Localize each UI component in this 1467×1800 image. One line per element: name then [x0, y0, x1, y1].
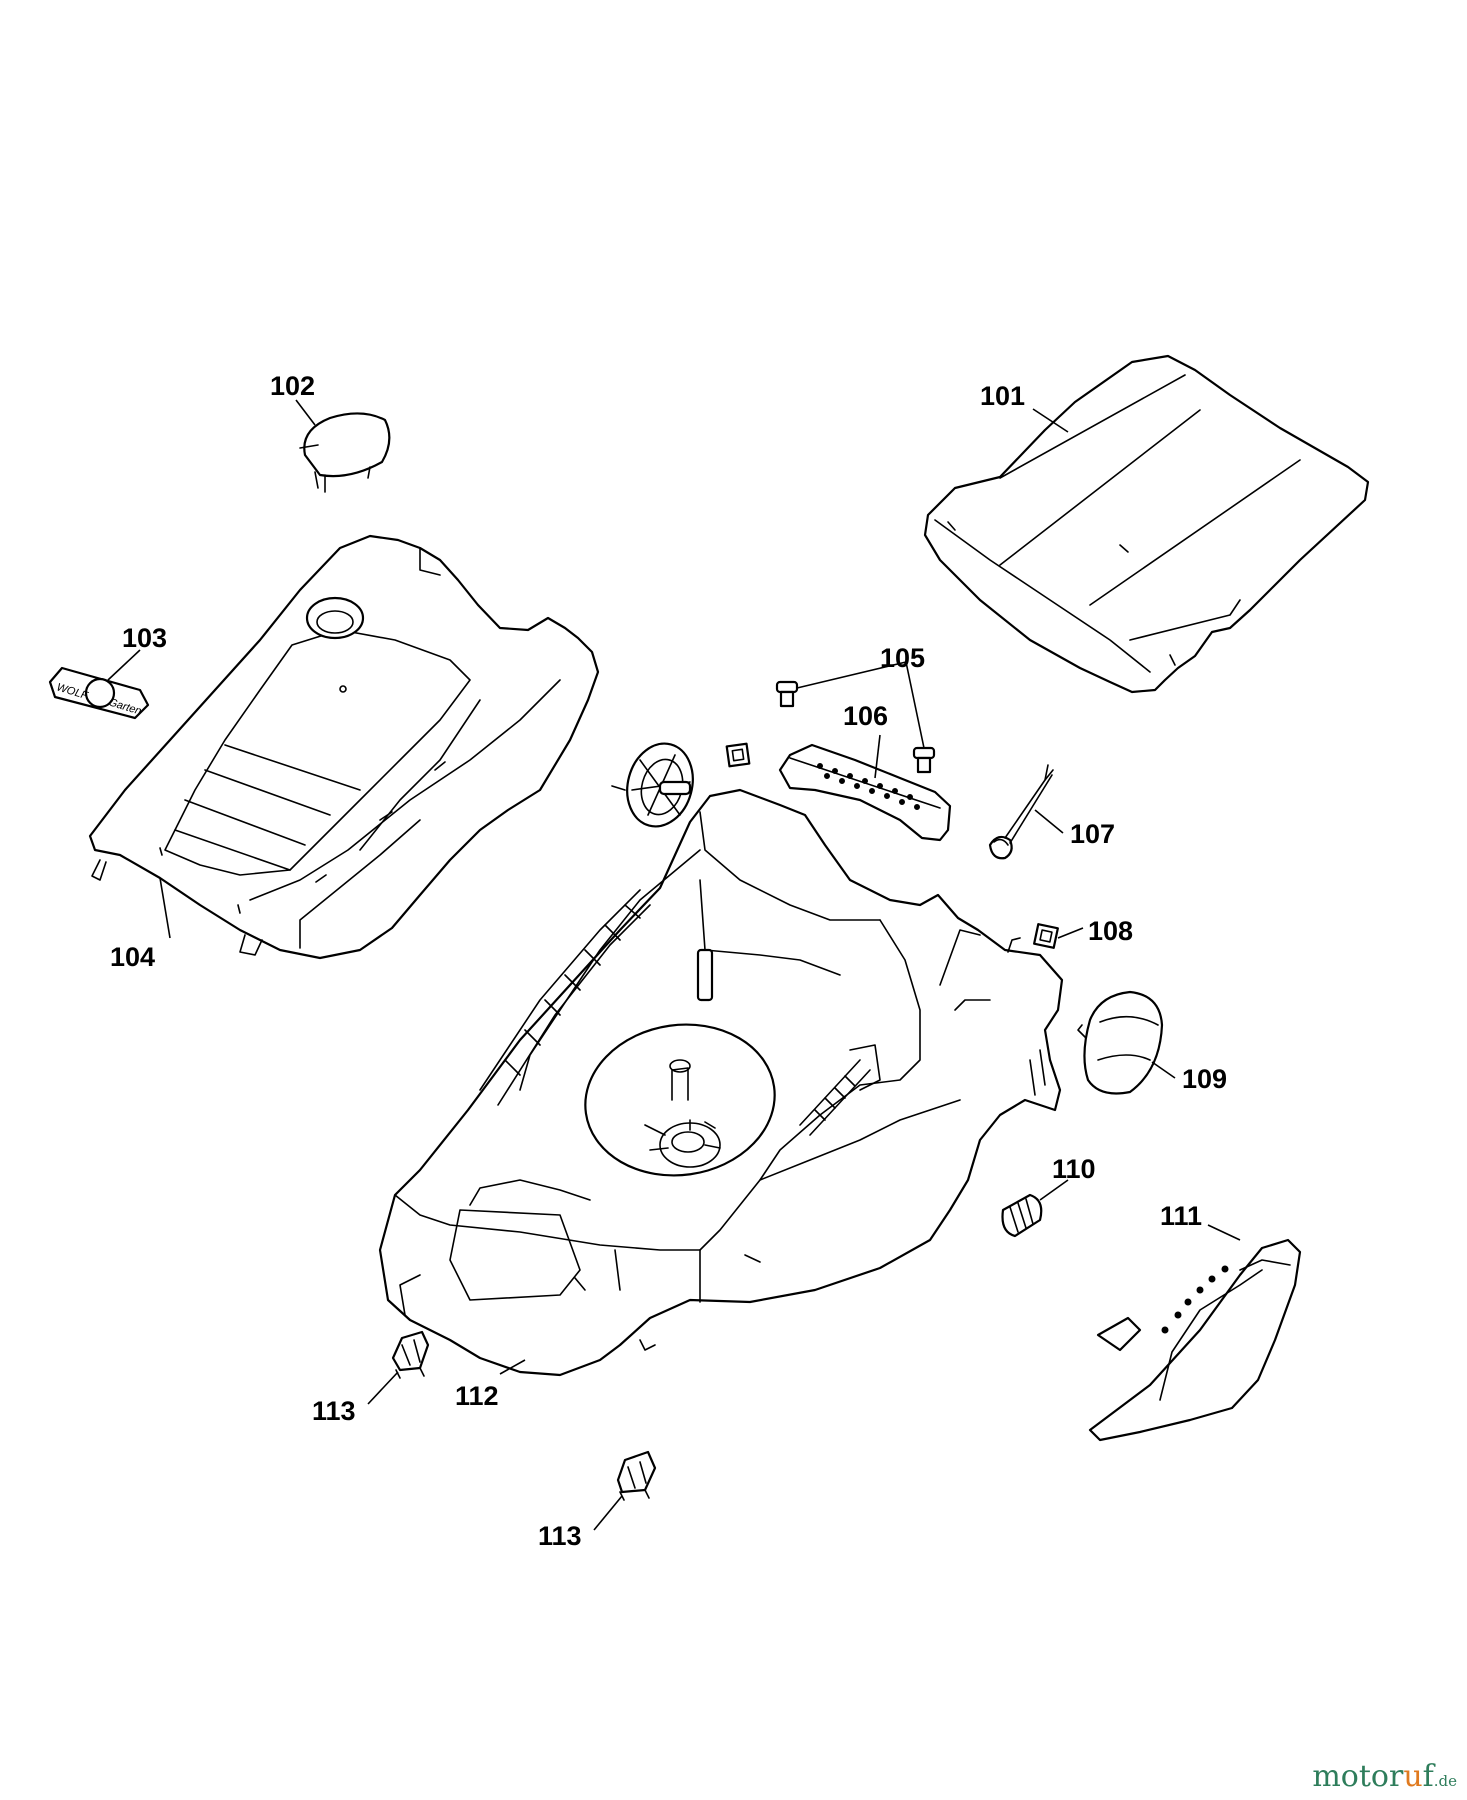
callout-102: 102: [270, 371, 315, 401]
part-110-pin: [1001, 1193, 1043, 1238]
callout-113-lower: 113: [538, 1521, 582, 1551]
callout-111: 111: [1160, 1201, 1202, 1231]
part-108-nut: [1033, 923, 1059, 949]
part-113-clip-upper: [391, 1330, 430, 1379]
part-113-clip-lower: [616, 1450, 657, 1501]
watermark-logo: motoruf.de: [1312, 1759, 1457, 1794]
callout-113-upper: 113: [312, 1396, 356, 1426]
part-nut-left: [725, 742, 751, 768]
callout-103: 103: [122, 623, 167, 653]
callout-107: 107: [1070, 819, 1115, 849]
callout-104: 104: [110, 942, 155, 972]
watermark-part1: motor: [1312, 1759, 1404, 1794]
part-109-knob: [1077, 990, 1164, 1095]
watermark-part2: u: [1403, 1759, 1423, 1794]
part-105-screws: [775, 680, 936, 774]
watermark-tld: .de: [1433, 1772, 1457, 1790]
part-107-spring: [988, 764, 1054, 860]
callout-109: 109: [1182, 1064, 1227, 1094]
callout-110: 110: [1052, 1154, 1096, 1184]
part-wheel-hub: [611, 742, 694, 828]
part-111-rear-flap: [1088, 1238, 1302, 1442]
watermark-part3: f: [1422, 1759, 1434, 1794]
callout-105: 105: [880, 643, 925, 673]
part-104-top-cover: [88, 534, 600, 960]
callout-112: 112: [455, 1381, 499, 1411]
part-103-logo-badge: WOLF Garten: [48, 666, 150, 720]
part-101-lid: [923, 354, 1370, 694]
callout-101: 101: [980, 381, 1025, 411]
callout-108: 108: [1088, 916, 1133, 946]
callout-106: 106: [843, 701, 888, 731]
leader-lines: [107, 399, 1241, 1531]
callout-labels: 101 102 103 104 105 106 107 108 109 110 …: [110, 371, 1227, 1551]
part-102-cap: [299, 412, 391, 493]
part-106-handle-bar: [778, 743, 952, 842]
part-112-mower-deck: [378, 788, 1064, 1377]
